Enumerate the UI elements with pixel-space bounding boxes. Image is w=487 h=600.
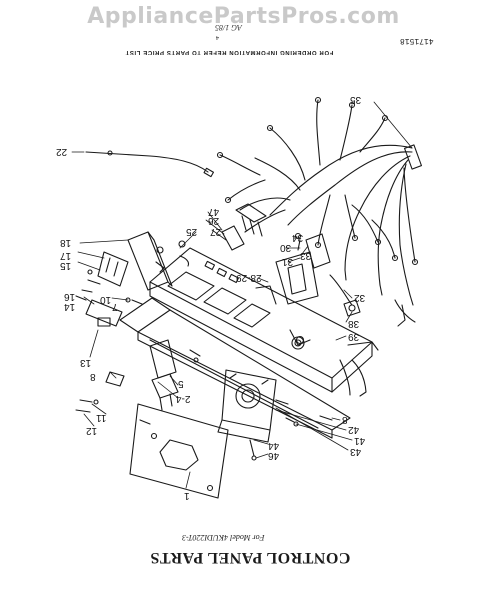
callout-44: 44: [268, 440, 280, 451]
callout-14: 14: [64, 301, 76, 312]
callout-16: 16: [64, 291, 76, 302]
callout-8: 8: [90, 371, 96, 382]
callout-38: 38: [348, 318, 360, 329]
callout-27: 27: [210, 226, 222, 237]
callout-28-29: 28-29: [236, 272, 262, 283]
callout-25: 25: [186, 226, 198, 237]
watermark-text: AppliancePartsPros.com: [87, 4, 400, 29]
callout-26: 26: [208, 215, 220, 226]
callout-30: 30: [280, 242, 292, 253]
callout-1: 1: [184, 490, 190, 501]
timer-control-module: [217, 369, 333, 461]
callout-43: 43: [350, 446, 362, 457]
ground-wire: [85, 150, 215, 178]
callout-2-4: 2-4: [176, 393, 191, 404]
callout-leader-lines: [71, 101, 413, 489]
callout-18: 18: [60, 237, 72, 248]
switch-assembly: [75, 339, 201, 413]
callout-7: 7: [112, 301, 118, 312]
callout-10: 10: [100, 294, 112, 305]
callout-39: 39: [348, 331, 360, 342]
relay-bracket-center: [221, 225, 361, 350]
wiring-harness: [216, 96, 423, 327]
callout-8-right: 8: [342, 414, 348, 425]
callout-17: 17: [60, 250, 72, 261]
callout-32: 32: [354, 292, 366, 303]
callout-12: 12: [86, 425, 98, 436]
callout-11: 11: [96, 412, 107, 423]
callout-22: 22: [56, 146, 68, 157]
callout-35: 35: [350, 94, 362, 105]
rear-shield-plate: [129, 403, 229, 499]
control-panel-console: [149, 247, 379, 397]
callout-41: 41: [354, 435, 366, 446]
callout-46: 46: [268, 450, 280, 461]
callout-13: 13: [80, 357, 92, 368]
callout-33: 33: [300, 250, 312, 261]
callout-34: 34: [292, 232, 304, 243]
end-cap-left: [127, 231, 173, 291]
callout-42: 42: [348, 424, 360, 435]
callout-5: 5: [178, 378, 184, 389]
callout-31: 31: [282, 256, 294, 267]
callout-15: 15: [60, 260, 72, 271]
bracket-parts-left: [75, 240, 190, 327]
